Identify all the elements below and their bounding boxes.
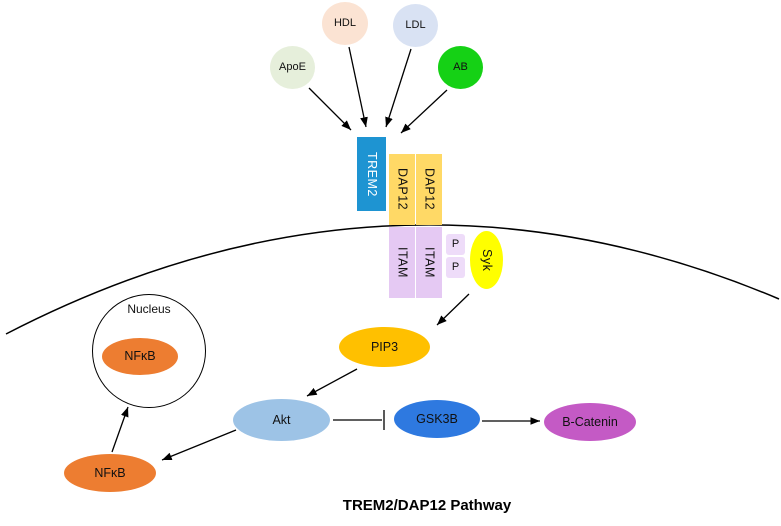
node-pip3: PIP3 bbox=[339, 327, 430, 367]
diagram-title: TREM2/DAP12 Pathway bbox=[342, 497, 512, 514]
arrow-apoe-receptor bbox=[308, 87, 352, 131]
arrow-hdl-receptor bbox=[348, 46, 368, 128]
receptor-trem2: TREM2 bbox=[357, 137, 386, 211]
node-gsk3b: GSK3B bbox=[394, 400, 480, 438]
receptor-itam-left: ITAM bbox=[389, 227, 415, 298]
nucleus-label: Nucleus bbox=[127, 302, 171, 316]
node-nfkb-in-nucleus: NFκB bbox=[102, 338, 178, 375]
receptor-dap12-left: DAP12 bbox=[389, 154, 415, 225]
ligand-ldl: LDL bbox=[393, 4, 438, 47]
arrow-ldl-receptor bbox=[385, 48, 412, 128]
arrow-akt-nfkb bbox=[161, 429, 237, 461]
phospho-p-top: P bbox=[446, 234, 465, 255]
ligand-ab: AB bbox=[438, 46, 483, 89]
phospho-p-bottom: P bbox=[446, 257, 465, 278]
receptor-dap12-right: DAP12 bbox=[416, 154, 442, 225]
arrow-pip3-akt bbox=[306, 368, 358, 397]
ligand-apoe: ApoE bbox=[270, 46, 315, 89]
node-bcatenin: B-Catenin bbox=[544, 403, 636, 441]
kinase-syk: Syk bbox=[470, 231, 503, 289]
arrows-group bbox=[111, 46, 540, 461]
ligand-hdl: HDL bbox=[322, 2, 368, 45]
node-akt: Akt bbox=[233, 399, 330, 441]
receptor-itam-right: ITAM bbox=[416, 227, 442, 298]
cell-membrane-curve bbox=[5, 224, 780, 335]
node-nfkb-cytoplasm: NFκB bbox=[64, 454, 156, 492]
arrow-syk-pip3 bbox=[436, 293, 470, 326]
arrow-ab-receptor bbox=[400, 89, 448, 134]
arrow-nfkb-nucleus bbox=[111, 406, 129, 453]
